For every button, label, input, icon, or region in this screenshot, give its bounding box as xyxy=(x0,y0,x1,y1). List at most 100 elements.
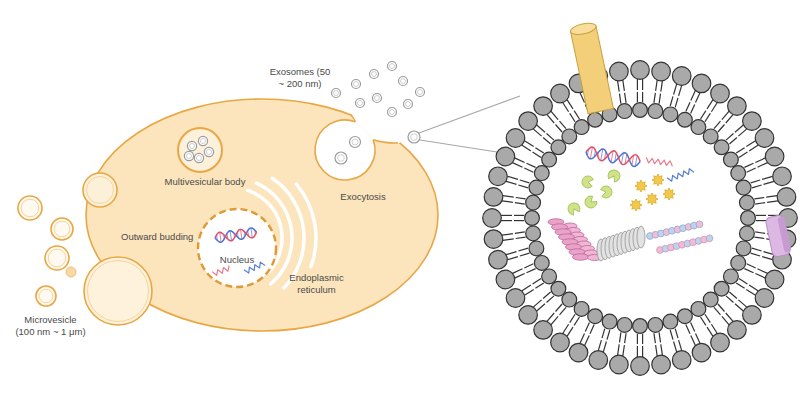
lipid-tail xyxy=(522,145,531,151)
lipid-tail xyxy=(659,94,660,104)
lipid-tail xyxy=(535,283,543,288)
microvesicle xyxy=(36,286,56,306)
lipid-tail xyxy=(551,111,558,119)
exosome xyxy=(373,94,382,103)
channel-body xyxy=(571,26,614,114)
exosome-core xyxy=(418,90,423,95)
er-membrane xyxy=(296,184,316,267)
lipid-tail xyxy=(691,105,695,114)
dna-strand xyxy=(214,227,257,243)
lipid-tail xyxy=(736,148,744,153)
lipid-head xyxy=(692,74,711,93)
lipid-tail xyxy=(714,121,721,129)
exosome-core xyxy=(406,102,411,107)
exosome-core xyxy=(354,82,359,87)
lipid-tail xyxy=(547,296,555,303)
lipid-tail xyxy=(705,314,710,322)
budding-vesicle xyxy=(84,257,152,325)
lipid-head xyxy=(588,309,603,324)
lipid-tail xyxy=(607,330,610,340)
lipid-head xyxy=(765,147,784,166)
lipid-tail xyxy=(516,198,526,199)
dna-strand xyxy=(585,146,641,167)
lipid-head xyxy=(652,355,671,374)
lipid-tails xyxy=(501,79,779,357)
lipid-head xyxy=(728,321,747,340)
lipid-head xyxy=(724,269,739,284)
zoom-line xyxy=(420,140,497,152)
lipid-head xyxy=(569,343,588,362)
microvesicle-inner xyxy=(48,249,66,267)
lipid-head xyxy=(777,188,796,207)
lipid-head xyxy=(617,104,632,119)
lipid-tail xyxy=(718,125,725,133)
lipid-tail xyxy=(747,264,756,268)
lipid-tail xyxy=(755,203,765,205)
intraluminal-vesicle-core xyxy=(186,153,191,158)
microvesicle xyxy=(51,218,73,240)
intraluminal-vesicle xyxy=(198,136,207,145)
lipid-head xyxy=(743,112,762,131)
lipid-tail xyxy=(563,324,569,333)
lipid-tail xyxy=(686,102,690,111)
lipid-head xyxy=(765,270,784,289)
channel-top xyxy=(570,21,598,36)
dna-rung xyxy=(251,228,252,238)
lipid-tail xyxy=(726,134,734,141)
lipid-tail xyxy=(707,100,713,109)
lipid-tail xyxy=(642,334,643,344)
exosome-core xyxy=(338,155,345,162)
lipid-tail xyxy=(513,269,523,274)
lipid-tail xyxy=(514,215,524,216)
protein-shade xyxy=(777,216,791,253)
dna-rung xyxy=(230,231,231,241)
lipid-tail xyxy=(654,93,656,103)
protein-pacman xyxy=(600,185,613,199)
lipid-head xyxy=(663,107,678,122)
lipid-head xyxy=(724,152,739,167)
cell-compartment: Exocytosis xyxy=(305,112,415,207)
lipid-head xyxy=(773,167,792,186)
lipid-tail xyxy=(547,134,555,141)
protein-body xyxy=(765,215,791,258)
microvesicle-small xyxy=(66,267,76,277)
lipid-head xyxy=(736,180,751,195)
lipid-tail xyxy=(729,138,737,145)
lipid-tail xyxy=(524,264,533,268)
lipid-tail xyxy=(560,121,567,129)
lipid-tail xyxy=(661,81,663,92)
protein-star xyxy=(652,174,664,186)
lipid-tail xyxy=(620,94,621,104)
exosome xyxy=(404,100,413,109)
lipid-head xyxy=(574,120,589,135)
lipid-tail xyxy=(691,91,696,101)
lipid-tail xyxy=(754,237,764,238)
protein-star xyxy=(630,199,642,211)
intraluminal-vesicle xyxy=(194,153,203,162)
lipid-tail xyxy=(714,307,721,315)
pacman-shape xyxy=(600,185,613,199)
lipid-tail xyxy=(642,79,643,90)
exosome-core xyxy=(358,101,363,106)
compartment-label: Multivesicular body xyxy=(152,176,258,188)
lipid-tail xyxy=(618,81,620,92)
lipid-tail xyxy=(679,85,682,96)
exosome xyxy=(370,70,379,79)
protein-star xyxy=(663,188,675,200)
budding-vesicle-inner xyxy=(88,261,149,322)
intraluminal-vesicle-core xyxy=(196,155,201,160)
rna-strand xyxy=(667,168,694,183)
lipid-head xyxy=(489,250,508,269)
exosome-zoomed-core xyxy=(411,134,418,141)
lipid-tail xyxy=(736,283,744,288)
lipid-tail xyxy=(543,138,551,145)
lipid-head xyxy=(652,62,671,81)
pocket-lip xyxy=(352,116,356,122)
lipid-tail xyxy=(570,314,575,322)
lipid-tail xyxy=(754,198,764,199)
lipid-tail xyxy=(674,84,677,95)
lipid-tail xyxy=(522,285,531,291)
dna-strand xyxy=(214,227,257,243)
lipid-head xyxy=(534,256,549,271)
